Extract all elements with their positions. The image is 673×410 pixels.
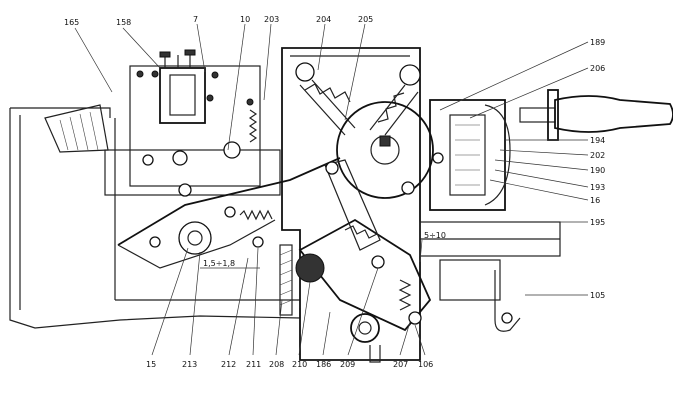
callout-207: 207 [393,360,408,369]
callout-10: 10 [240,15,250,24]
switch-block [429,99,506,211]
callout-212: 212 [221,360,236,369]
cam-pin [401,181,415,195]
spring-lower-mid [344,225,378,239]
shaft-208 [295,253,325,283]
callout-209: 209 [340,360,355,369]
bottom-stub [369,345,381,363]
callout-195: 195 [590,218,605,227]
callout-202: 202 [590,151,605,160]
screw-3 [211,71,219,79]
pivot-right [223,141,241,159]
coil-block [159,67,206,124]
spring-upper-right [248,109,258,143]
contact-marks [455,124,480,186]
pivot-209 [371,255,385,269]
dimension-gap-left: 1,5÷1,8 [203,259,235,268]
rotary-cam [336,101,434,199]
callout-208: 208 [269,360,284,369]
spring-212 [239,209,273,221]
base-rail [114,118,300,301]
nut-top-1 [159,51,171,58]
callout-16: 16 [590,196,600,205]
screw-5 [246,98,254,106]
cam-pin-2 [432,152,444,164]
pivot-mid [172,150,188,166]
coil-core [169,74,196,116]
link-left-lower [117,219,276,269]
dimension-gap-right: 5÷10 [424,231,446,240]
callout-194: 194 [590,136,605,145]
callout-213: 213 [182,360,197,369]
hub-186-inner [358,321,372,335]
hub-186 [350,313,380,343]
callout-158: 158 [116,18,131,27]
switch-cap [484,104,511,206]
pivot-207 [408,311,422,325]
link-left [117,157,341,246]
spring-206 [369,64,421,136]
callout-190: 190 [590,166,605,175]
lever-105 [494,270,521,332]
lever-main [298,218,432,332]
screw-1 [136,70,144,78]
plate-hatching [279,249,293,306]
leader-lines [74,23,589,356]
callout-15: 15 [146,360,156,369]
pivot-15 [178,221,212,255]
callout-205: 205 [358,15,373,24]
callout-203: 203 [264,15,279,24]
main-plate [281,47,421,361]
callout-204: 204 [316,15,331,24]
lower-plate [104,149,281,196]
spring-204 [295,62,356,136]
callout-206: 206 [590,64,605,73]
handle-shaft [519,107,556,123]
callout-189: 189 [590,38,605,47]
trip-lever [324,159,381,251]
callout-193: 193 [590,183,605,192]
shaft-bracket [439,259,501,301]
cam-key [379,135,391,147]
pivot-left [142,154,154,166]
relay-housing [129,65,261,187]
handle-grip [554,95,673,133]
wedge-hatching [59,111,99,151]
screw-2 [151,70,159,78]
switch-contacts [449,114,486,196]
callout-186: 186 [316,360,331,369]
callout-165: 165 [64,18,79,27]
pivot-15-inner [187,230,203,246]
trip-pivot [325,161,339,175]
lever-105-pin [501,312,513,324]
spring-106 [398,279,412,311]
pivot-211 [252,236,264,248]
pivot-pin-left [149,236,161,248]
callout-210: 210 [292,360,307,369]
pivot-small [178,183,192,197]
callout-7: 7 [193,15,198,24]
screw-4 [206,94,214,102]
pivot-pin-up [224,206,236,218]
callout-106: 106 [418,360,433,369]
handle-flange [547,89,559,141]
nut-top-2 [184,49,196,56]
callout-211: 211 [246,360,261,369]
callout-105: 105 [590,291,605,300]
frame-top-edge [10,107,111,118]
